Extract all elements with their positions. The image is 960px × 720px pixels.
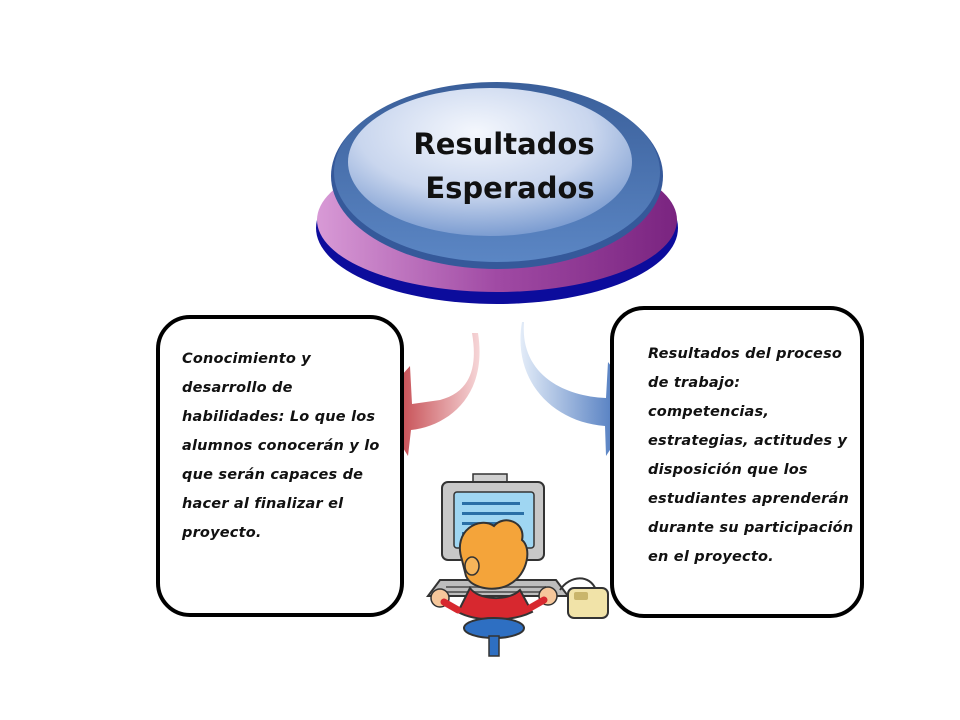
left-outcome-box: Conocimiento y desarrollo de habilidades… [156, 315, 404, 617]
disc-title: Resultados Esperados [360, 122, 660, 210]
right-outcome-text: Resultados del proceso de trabajo: compe… [648, 346, 854, 565]
student-computer-icon [426, 473, 609, 657]
right-outcome-box: Resultados del proceso de trabajo: compe… [610, 306, 864, 618]
disc-inner-face [348, 88, 632, 236]
title-line-1: Resultados [413, 127, 595, 161]
title-line-2: Esperados [425, 171, 595, 205]
central-disc [316, 82, 678, 304]
left-outcome-text: Conocimiento y desarrollo de habilidades… [182, 351, 380, 541]
